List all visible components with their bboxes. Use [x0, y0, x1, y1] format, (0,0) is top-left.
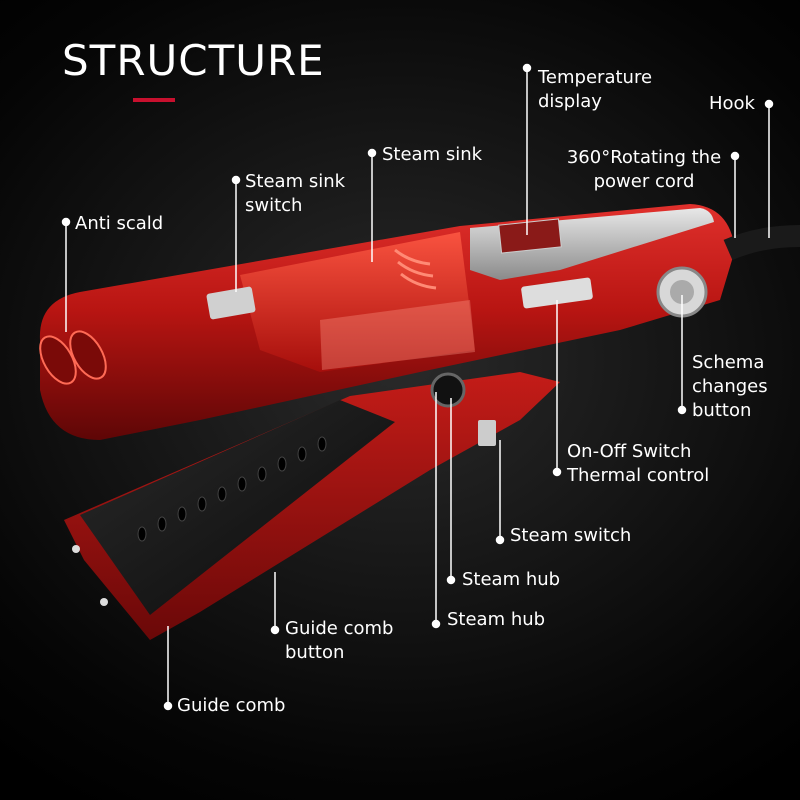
control-buttons: [521, 277, 593, 309]
label-line: Steam sink: [245, 171, 346, 192]
label-line: Guide comb: [285, 618, 394, 639]
plate-vents: [137, 436, 327, 542]
label-schema-changes: Schema changes button: [692, 351, 768, 423]
label-line: Thermal control: [567, 465, 710, 486]
leader-lines: [61, 63, 774, 711]
label-line: button: [692, 400, 752, 421]
label-guide-comb-button: Guide comb button: [285, 617, 393, 665]
label-line: Schema: [692, 352, 765, 373]
label-line: Temperature: [538, 67, 653, 88]
label-line: power cord: [593, 171, 695, 192]
label-onoff-switch: On-Off Switch Thermal control: [567, 440, 709, 488]
label-temperature-display: Temperature display: [538, 66, 652, 114]
label-rotating-cord: 360°Rotating the power cord: [559, 146, 729, 194]
schema-changes-dial-inner: [670, 280, 694, 304]
steam-tank: [240, 232, 475, 372]
label-line: button: [285, 642, 345, 663]
heating-plate: [80, 400, 395, 615]
label-steam-switch: Steam switch: [510, 525, 632, 546]
label-line: display: [538, 91, 602, 112]
label-steam-sink-switch: Steam sink switch: [245, 170, 345, 218]
label-steam-sink: Steam sink: [382, 144, 483, 165]
label-guide-comb: Guide comb: [177, 695, 286, 716]
label-line: changes: [692, 376, 768, 397]
steam-sink-window: [320, 300, 475, 370]
title-underline: [133, 98, 175, 102]
power-cord: [723, 225, 800, 261]
steam-sink-switch-knob: [206, 286, 256, 320]
label-line: On-Off Switch: [567, 441, 692, 462]
guide-comb-screw: [72, 545, 80, 553]
label-steam-hub-lower: Steam hub: [447, 609, 546, 630]
steam-sink-vents: [394, 248, 437, 290]
label-hook: Hook: [709, 93, 755, 114]
steam-switch-knob: [478, 420, 496, 446]
page-title: STRUCTURE: [62, 36, 325, 85]
label-anti-scald: Anti scald: [75, 213, 164, 234]
label-line: 360°Rotating the: [566, 147, 722, 168]
anti-scald-slots: [39, 330, 107, 385]
label-steam-hub-upper: Steam hub: [462, 569, 561, 590]
temperature-display-screen: [498, 218, 562, 254]
label-line: switch: [245, 195, 303, 216]
guide-comb-screw: [100, 598, 108, 606]
steam-hub-knob: [430, 372, 466, 408]
